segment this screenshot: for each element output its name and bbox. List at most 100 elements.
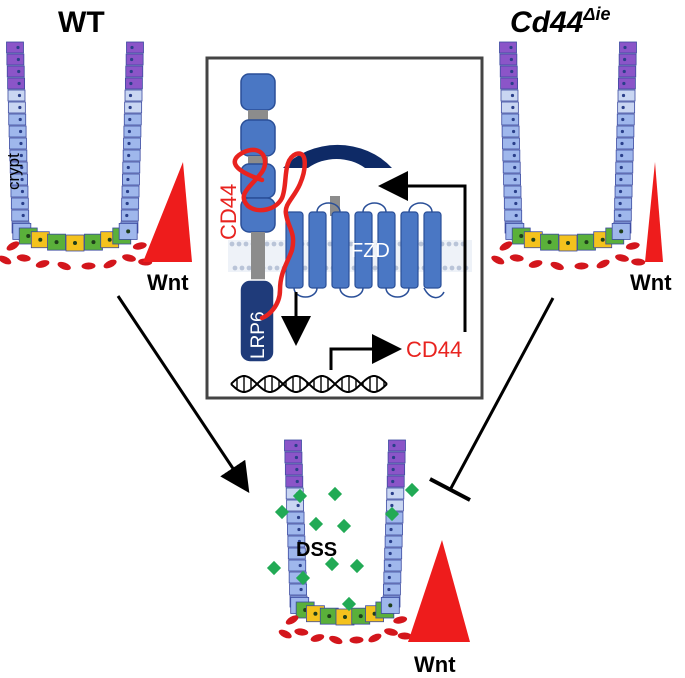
epithelial-cell <box>500 77 519 90</box>
epithelial-cell <box>285 475 304 488</box>
inhibition-line <box>448 297 555 491</box>
blood-vessel <box>310 634 325 642</box>
epithelial-cell <box>120 209 139 222</box>
wnt-triangle-left <box>143 162 192 262</box>
epithelial-cell <box>617 77 636 90</box>
epithelial-cell <box>284 451 303 464</box>
epithelial-cell <box>616 125 635 138</box>
cd44-output-label: CD44 <box>406 337 462 362</box>
epithelial-cell <box>500 101 519 114</box>
dss-particle <box>266 560 282 576</box>
epithelial-cell <box>284 439 302 452</box>
epithelial-cell <box>613 209 632 222</box>
epithelial-cell <box>388 439 406 452</box>
epithelial-cell <box>7 77 26 90</box>
blood-vessel <box>625 242 640 250</box>
inset-cd44-label: CD44 <box>216 184 241 240</box>
blood-vessel <box>509 254 524 262</box>
blood-vessel <box>294 628 309 636</box>
dss-particle <box>295 570 311 586</box>
dss-particle <box>292 488 308 504</box>
epithelial-cell <box>124 101 143 114</box>
epithelial-cell <box>124 89 143 102</box>
blood-vessel <box>596 259 610 269</box>
dss-particle <box>308 516 324 532</box>
blood-vessel <box>368 633 382 643</box>
wt-crypt <box>0 41 153 271</box>
epithelial-cell <box>387 463 406 476</box>
epithelial-cell <box>288 559 307 572</box>
dna-helix-icon <box>230 375 388 393</box>
epithelial-cell <box>499 65 518 78</box>
epithelial-cell <box>502 161 521 174</box>
epithelial-cell <box>287 547 306 560</box>
epithelial-cell <box>615 161 634 174</box>
epithelial-cell <box>614 185 633 198</box>
epithelial-cell <box>617 101 636 114</box>
dss-particle <box>274 504 290 520</box>
blood-vessel <box>81 262 96 270</box>
dss-particle <box>404 482 420 498</box>
blood-vessel <box>499 241 513 251</box>
blood-vessel <box>528 260 543 268</box>
wnt-triangle-right <box>645 162 663 262</box>
epithelial-cell <box>287 523 305 536</box>
epithelial-cell <box>618 53 637 66</box>
epithelial-cell <box>10 197 29 210</box>
feedback-arrow <box>378 171 467 332</box>
epithelial-cell <box>387 451 406 464</box>
blood-vessel <box>397 632 412 640</box>
epithelial-cell <box>504 209 523 222</box>
blood-vessel <box>631 258 646 266</box>
epithelial-cell <box>503 185 522 198</box>
epithelial-cell <box>383 583 401 596</box>
epithelial-cell <box>121 197 140 210</box>
epithelial-cell <box>124 77 143 90</box>
epithelial-cell <box>619 41 637 54</box>
epithelial-cell <box>122 149 141 162</box>
epithelial-cell <box>385 523 403 536</box>
epithelial-cell <box>289 583 307 596</box>
blood-vessel <box>329 635 343 645</box>
lrp6-label: LRP6 <box>248 311 269 359</box>
epithelial-cell <box>286 499 305 512</box>
epithelial-cell <box>9 149 28 162</box>
dss-particles <box>266 482 420 612</box>
blood-vessel <box>285 615 299 625</box>
epithelial-cell <box>125 53 144 66</box>
dss-label: DSS <box>296 539 337 561</box>
lrp6-receptor: LRP6 <box>239 73 276 363</box>
epithelial-cell <box>9 161 28 174</box>
epithelial-cell <box>10 173 28 186</box>
epithelial-cell <box>502 137 520 150</box>
epithelial-cell <box>6 41 24 54</box>
epithelial-cell <box>501 113 520 126</box>
fzd-helix <box>308 211 327 289</box>
epithelial-cell <box>616 137 634 150</box>
epithelial-cell <box>122 161 141 174</box>
epithelial-cell <box>616 113 635 126</box>
epithelial-cell <box>502 149 521 162</box>
wt-to-dss-arrow <box>116 295 250 493</box>
fzd-helix <box>331 211 350 289</box>
wt-label: WT <box>58 6 105 39</box>
epithelial-cell <box>126 41 144 54</box>
mechanism-inset: LRP6 Wnt FZD CD44 CD44 <box>205 56 484 400</box>
epithelial-cell <box>385 499 404 512</box>
epithelial-cell <box>500 89 519 102</box>
epithelial-cell <box>8 113 27 126</box>
wnt-label-right: Wnt <box>630 270 672 295</box>
blood-vessel <box>615 254 629 262</box>
blood-vessel <box>574 262 589 270</box>
epithelial-cell <box>6 53 25 66</box>
blood-vessel <box>35 260 50 268</box>
blood-vessel <box>122 254 136 262</box>
blood-vessel <box>16 254 31 262</box>
epithelial-cell <box>6 65 25 78</box>
dss-crypt <box>278 439 412 645</box>
blood-vessel <box>491 255 505 265</box>
epithelial-cell <box>615 173 633 186</box>
blood-vessel <box>550 261 564 271</box>
epithelial-cell <box>503 173 521 186</box>
